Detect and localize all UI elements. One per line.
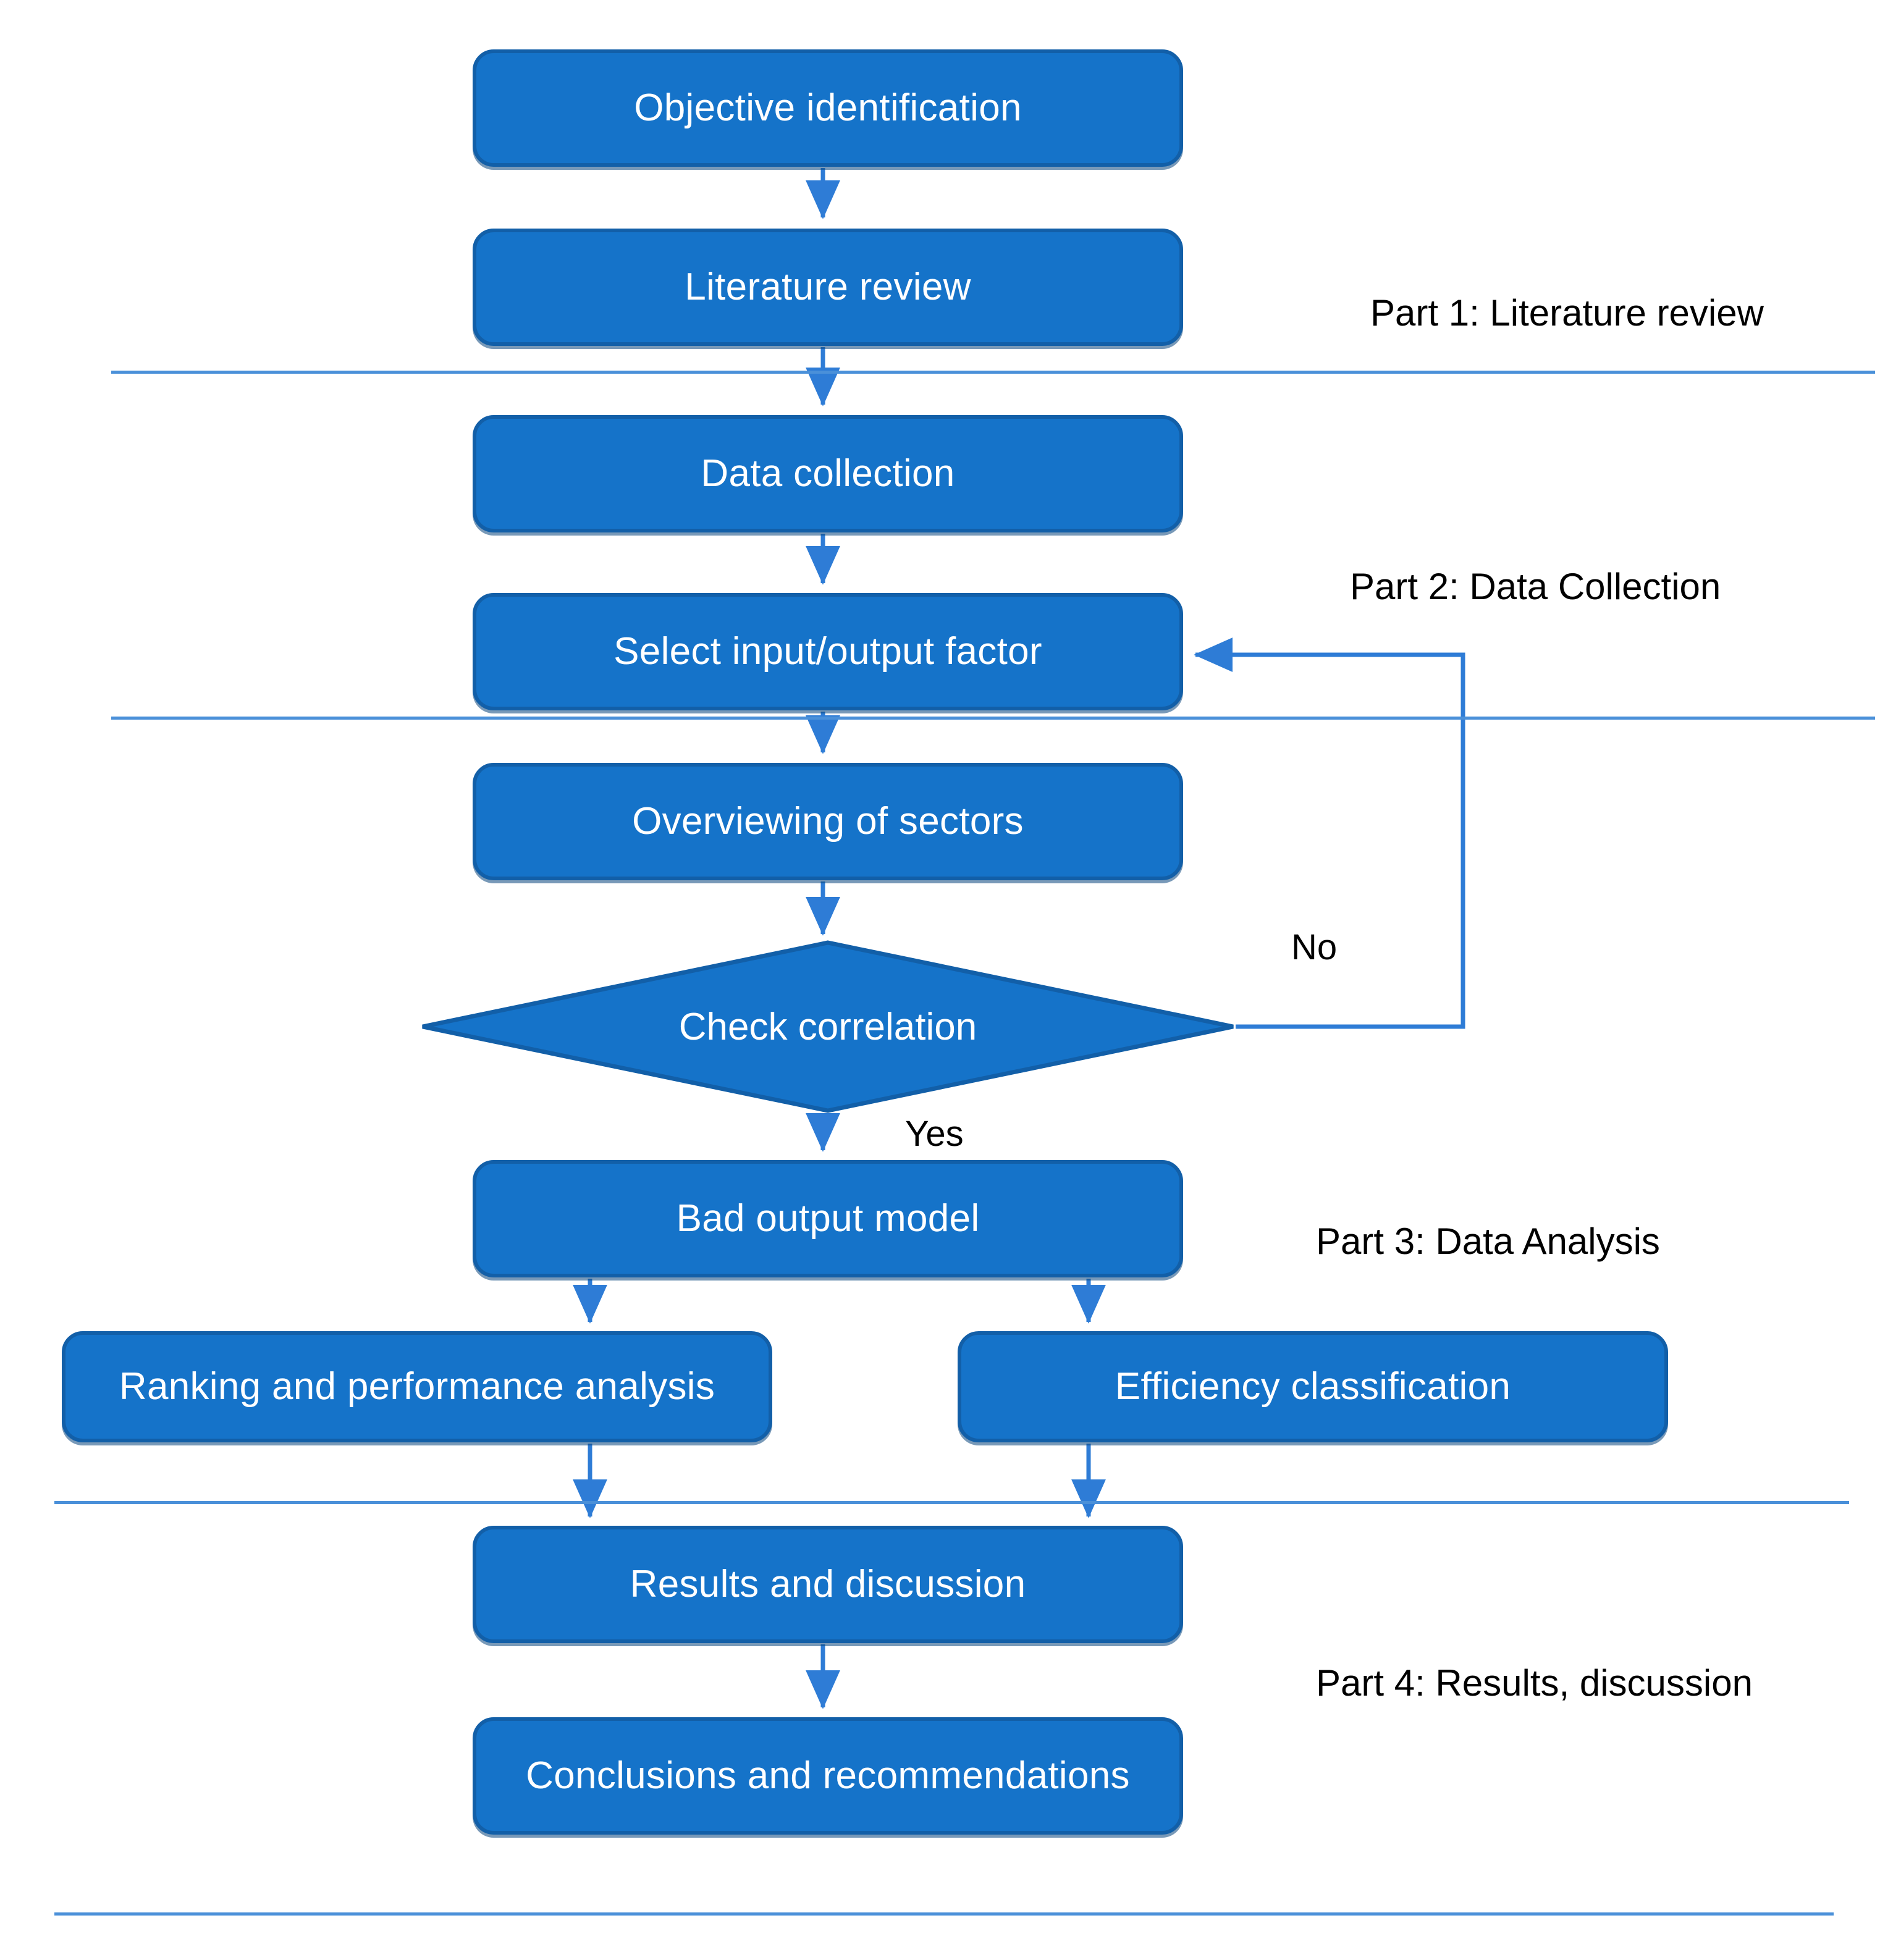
section-divider-4 xyxy=(54,1912,1834,1916)
node-label: Overviewing of sectors xyxy=(632,800,1024,843)
node-conclusions-and-recommendations[interactable]: Conclusions and recommendations xyxy=(473,1717,1183,1835)
node-label: Bad output model xyxy=(676,1197,980,1240)
node-label: Efficiency classification xyxy=(1115,1365,1511,1408)
node-label: Results and discussion xyxy=(630,1563,1026,1606)
node-efficiency-classification[interactable]: Efficiency classification xyxy=(958,1331,1668,1442)
node-label: Select input/output factor xyxy=(613,630,1042,673)
section-divider-2 xyxy=(111,717,1875,720)
node-check-correlation[interactable]: Check correlation xyxy=(420,940,1236,1113)
node-data-collection[interactable]: Data collection xyxy=(473,415,1183,532)
node-label: Objective identification xyxy=(634,86,1022,130)
part-label-3: Part 3: Data Analysis xyxy=(1316,1221,1660,1262)
edge-label-yes: Yes xyxy=(905,1114,964,1154)
node-label: Literature review xyxy=(685,266,971,309)
part-label-4: Part 4: Results, discussion xyxy=(1316,1662,1753,1704)
part-label-1: Part 1: Literature review xyxy=(1370,292,1764,334)
node-objective-identification[interactable]: Objective identification xyxy=(473,49,1183,167)
node-select-input-output-factor[interactable]: Select input/output factor xyxy=(473,593,1183,710)
node-label: Conclusions and recommendations xyxy=(526,1754,1130,1798)
node-results-and-discussion[interactable]: Results and discussion xyxy=(473,1526,1183,1643)
node-label: Ranking and performance analysis xyxy=(119,1365,715,1408)
diamond-shape xyxy=(422,940,1234,1113)
part-label-2: Part 2: Data Collection xyxy=(1350,566,1721,607)
edge-label-no: No xyxy=(1291,927,1338,967)
node-literature-review[interactable]: Literature review xyxy=(473,229,1183,346)
section-divider-3 xyxy=(54,1501,1849,1504)
node-overviewing-of-sectors[interactable]: Overviewing of sectors xyxy=(473,763,1183,880)
section-divider-1 xyxy=(111,371,1875,374)
node-label: Data collection xyxy=(701,452,955,495)
node-ranking-and-performance-analysis[interactable]: Ranking and performance analysis xyxy=(62,1331,772,1442)
node-bad-output-model[interactable]: Bad output model xyxy=(473,1160,1183,1277)
